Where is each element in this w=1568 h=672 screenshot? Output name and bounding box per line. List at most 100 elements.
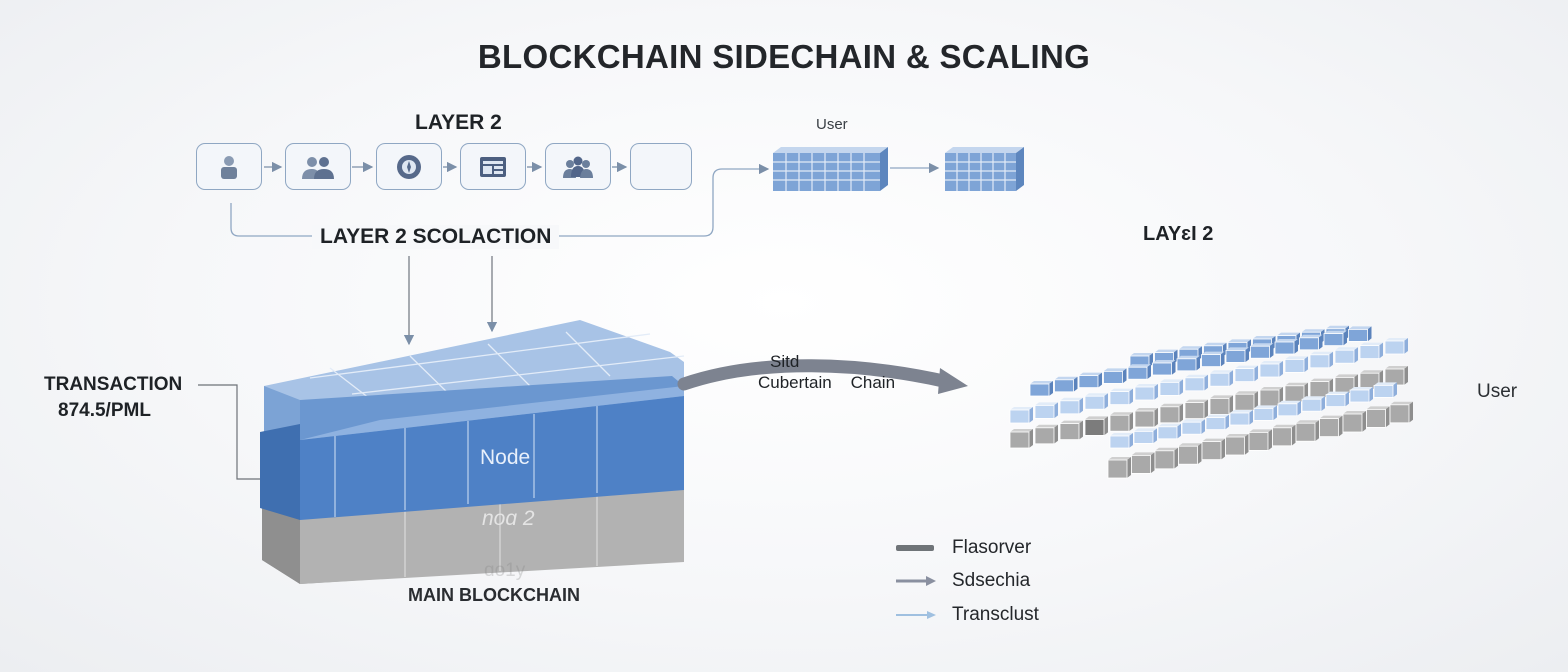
flow-box-wallet[interactable] bbox=[376, 143, 442, 190]
main-blockchain-label: MAIN BLOCKCHAIN bbox=[408, 585, 580, 605]
user-block-stack-2 bbox=[945, 147, 1024, 191]
sidechain-block bbox=[1295, 420, 1319, 442]
sidechain-block bbox=[1134, 384, 1158, 401]
sidechain-block bbox=[1131, 452, 1155, 474]
sidechain-block bbox=[1359, 342, 1383, 360]
flow-box-users[interactable] bbox=[285, 143, 351, 190]
sidechain-block bbox=[1209, 395, 1233, 415]
sidechain-block bbox=[1084, 393, 1108, 410]
legend-item-sdsechia: Sdsechia bbox=[896, 569, 1030, 593]
sidechain-block bbox=[1184, 374, 1208, 392]
sidechain-block bbox=[1034, 402, 1058, 419]
sidechain-block bbox=[1201, 351, 1225, 368]
sidechain-block bbox=[1129, 353, 1153, 368]
sidechain-block bbox=[1109, 388, 1133, 406]
sidechain-block bbox=[1157, 423, 1181, 440]
legend-marker-sdsechia bbox=[896, 576, 936, 586]
sidechain-block bbox=[1342, 411, 1366, 433]
legend-item-flasorver: Flasorver bbox=[896, 536, 1031, 560]
user-top-label: User bbox=[816, 116, 848, 133]
wallet-icon bbox=[395, 153, 423, 181]
sidechain-block bbox=[1248, 429, 1272, 451]
sidechain-block bbox=[1107, 457, 1131, 479]
sidechain-block bbox=[1250, 343, 1274, 359]
sidechain-block bbox=[1176, 355, 1200, 372]
sidechain-block bbox=[1009, 429, 1033, 449]
legend-marker-flasorver bbox=[896, 545, 934, 551]
flow-box-group[interactable] bbox=[545, 143, 611, 190]
sidechain-block bbox=[1373, 382, 1397, 398]
sidechain-block bbox=[1159, 403, 1183, 424]
user-icon bbox=[218, 154, 240, 180]
sidechain-block bbox=[1277, 400, 1301, 417]
layer2-top-label: LAYER 2 bbox=[415, 111, 502, 134]
flow-box-document[interactable] bbox=[460, 143, 526, 190]
down-arrows bbox=[403, 256, 498, 346]
sidechain-block bbox=[1384, 338, 1408, 355]
sidechain-block bbox=[1184, 399, 1208, 420]
sidechain-block bbox=[1029, 381, 1053, 397]
sidechain-block bbox=[1349, 387, 1373, 403]
sidechain-block bbox=[1109, 412, 1133, 432]
sidechain-block bbox=[1309, 378, 1333, 399]
sidechain-block bbox=[1309, 351, 1333, 369]
chain-arrow bbox=[677, 359, 968, 394]
document-icon bbox=[478, 155, 508, 179]
sidechain-block bbox=[1259, 361, 1283, 378]
flow-box-empty[interactable] bbox=[630, 143, 692, 190]
sidechain-block bbox=[1325, 391, 1349, 408]
transaction-value: 874.5/PML bbox=[58, 400, 151, 421]
sidechain-block bbox=[1109, 433, 1133, 449]
legend-item-transclust: Transclust bbox=[896, 603, 1039, 627]
sidechain-block bbox=[1334, 347, 1358, 364]
main-blockchain-stack bbox=[260, 320, 685, 584]
chain-arrow-label-1: Sitd bbox=[770, 352, 800, 371]
sidechain-block bbox=[1054, 376, 1078, 393]
sidechain-block bbox=[1284, 356, 1308, 373]
users-icon bbox=[300, 154, 336, 180]
legend-label: Sdsechia bbox=[952, 570, 1031, 591]
sidechain-block bbox=[1059, 420, 1083, 441]
sidechain-block bbox=[1152, 360, 1176, 376]
sidechain-block bbox=[1301, 396, 1325, 412]
legend-marker-transclust bbox=[896, 611, 936, 619]
sidechain-block bbox=[1229, 410, 1253, 426]
sidechain-block bbox=[1034, 424, 1058, 445]
sidechain-block bbox=[1348, 326, 1372, 342]
sidechain-block bbox=[1103, 368, 1127, 384]
sidechain-block bbox=[1272, 424, 1296, 447]
sidechain-block bbox=[1274, 339, 1298, 355]
sidechain-block bbox=[1205, 414, 1229, 431]
sidechain-block bbox=[1366, 406, 1390, 428]
flow-box-user[interactable] bbox=[196, 143, 262, 190]
sidechain-grid bbox=[1009, 325, 1413, 479]
node-label: Node bbox=[480, 446, 531, 469]
sidechain-block bbox=[1084, 416, 1108, 436]
sidechain-block bbox=[1225, 347, 1249, 363]
transaction-leader bbox=[198, 384, 268, 480]
scaling-connector bbox=[230, 162, 940, 237]
sidechain-block bbox=[1384, 366, 1408, 386]
sidechain-block bbox=[1299, 334, 1323, 351]
sidechain-block bbox=[1389, 401, 1413, 424]
sidechain-block bbox=[1253, 405, 1277, 421]
sidechain-block bbox=[1009, 407, 1033, 424]
layer2-right-label: LAYɛI 2 bbox=[1143, 223, 1214, 245]
sidechain-block bbox=[1234, 365, 1258, 383]
legend-label: Flasorver bbox=[952, 537, 1032, 558]
sidechain-block bbox=[1319, 415, 1343, 438]
sidechain-block bbox=[1178, 443, 1202, 465]
node2-reflection: ɑo1y bbox=[484, 560, 526, 581]
user-right-label: User bbox=[1477, 381, 1518, 402]
sidechain-block bbox=[1154, 447, 1178, 470]
sidechain-block bbox=[1323, 330, 1347, 347]
sidechain-block bbox=[1209, 370, 1233, 387]
sidechain-block bbox=[1059, 397, 1083, 415]
sidechain-block bbox=[1201, 438, 1225, 461]
user-block-stack-1 bbox=[773, 147, 888, 191]
legend-label: Transclust bbox=[952, 604, 1039, 625]
sidechain-block bbox=[1154, 349, 1178, 365]
sidechain-block bbox=[1181, 419, 1205, 435]
layer2-scaling-label: LAYER 2 SCOLACTION bbox=[312, 225, 560, 249]
